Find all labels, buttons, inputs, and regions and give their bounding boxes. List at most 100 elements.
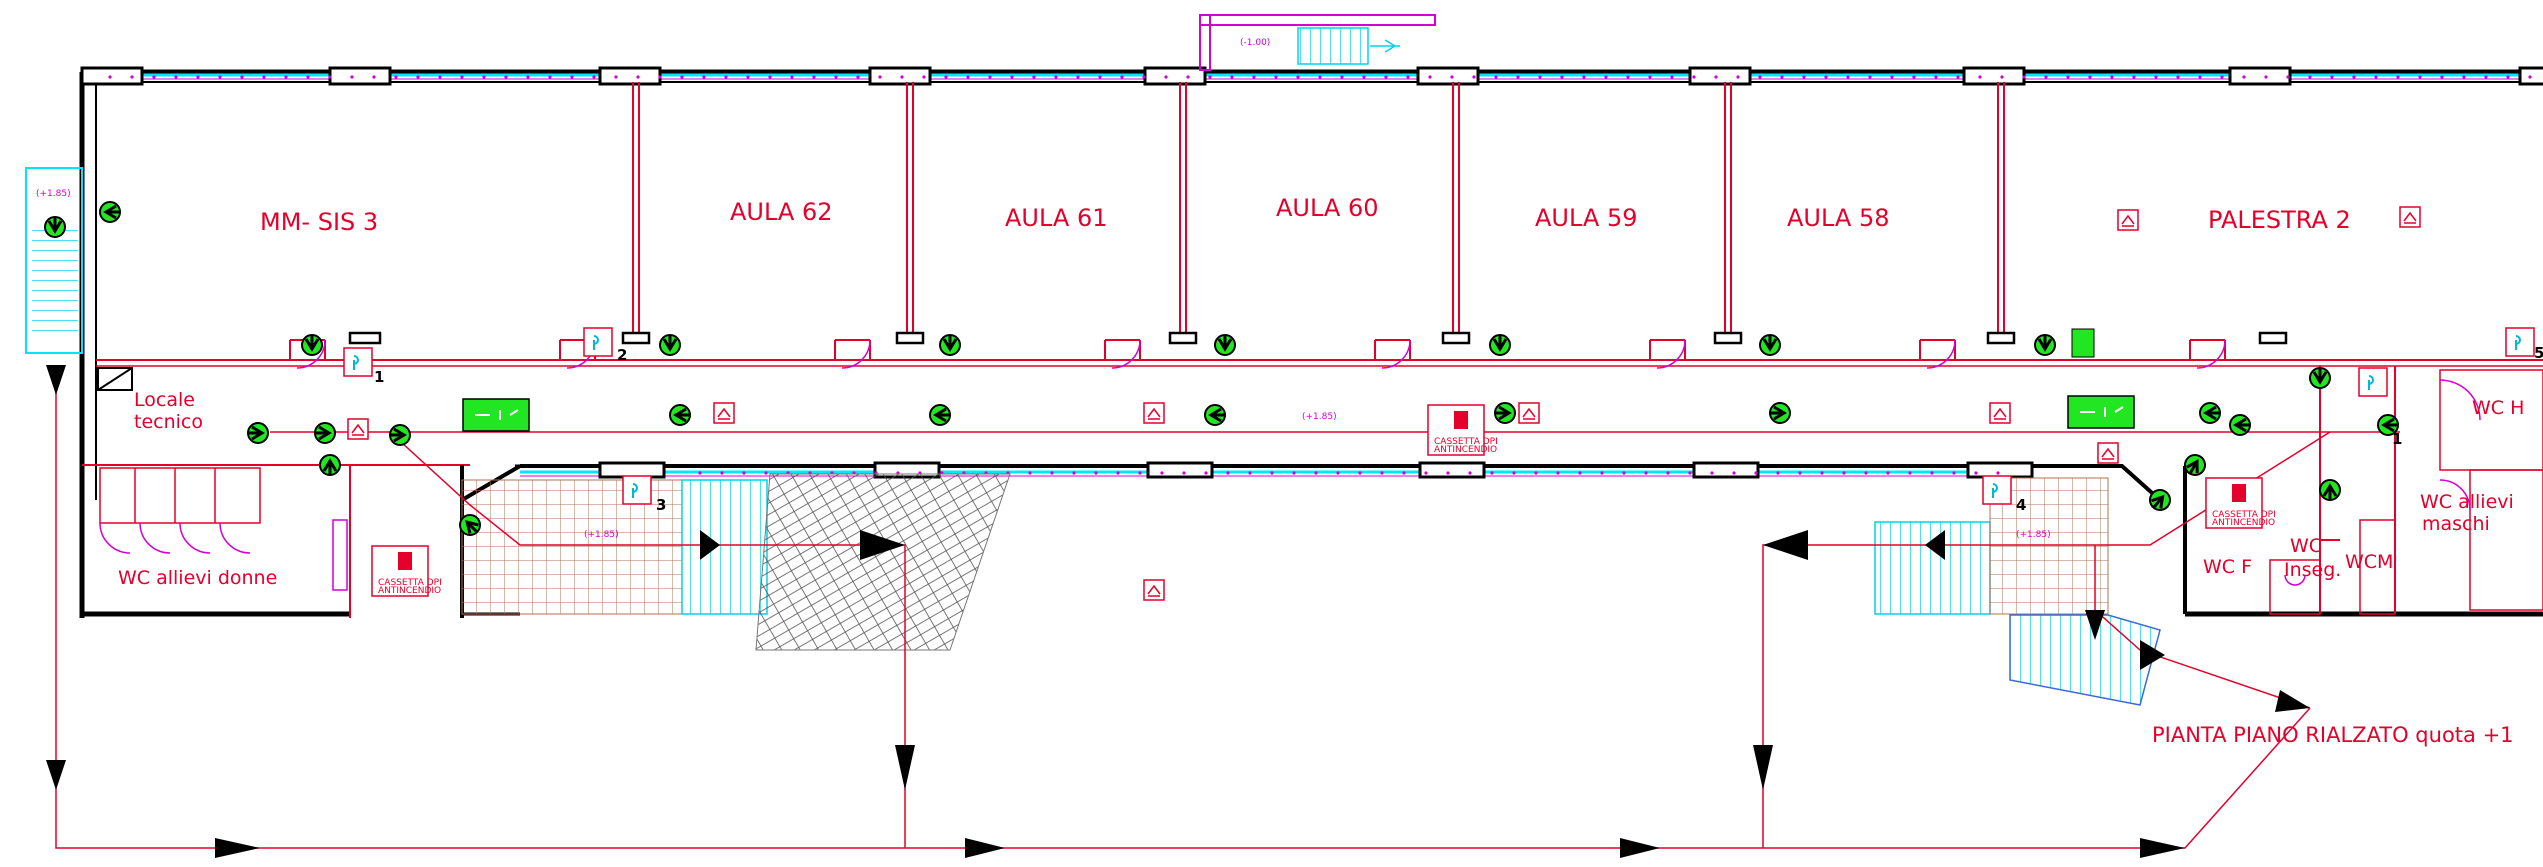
facade-mullion	[1182, 471, 1186, 475]
facade-mullion	[966, 75, 970, 79]
room-label-wc-h: WC H	[2472, 397, 2524, 419]
facade-mullion	[1582, 75, 1586, 79]
facade-mullion	[768, 75, 772, 79]
facade-mullion	[570, 75, 574, 79]
facade-mullion	[1754, 471, 1758, 475]
facade-mullion	[988, 75, 992, 79]
room-label-aula-60: AULA 60	[1276, 194, 1379, 222]
hydrant-number-2: 2	[617, 346, 627, 364]
facade-mullion	[1428, 75, 1432, 79]
facade-mullion	[2220, 75, 2224, 79]
door-swing	[2196, 339, 2226, 369]
facade-mullion	[680, 75, 684, 79]
level-left: (+1.85)	[36, 189, 71, 199]
facade-mullion	[724, 75, 728, 79]
facade-mullion	[152, 75, 156, 79]
facade-mullion	[1072, 471, 1076, 475]
facade-mullion	[1406, 75, 1410, 79]
green-arrow-icon	[668, 403, 692, 427]
door-swing	[1111, 339, 1141, 369]
green-arrow-icon	[1493, 401, 1517, 425]
facade-mullion	[1978, 75, 1982, 79]
extinguisher-icon	[1143, 402, 1165, 424]
facade-mullion	[746, 75, 750, 79]
facade-mullion	[1736, 75, 1740, 79]
facade-mullion	[1758, 75, 1762, 79]
green-arrow-icon	[1203, 403, 1227, 427]
level-lobby-right: (+1.85)	[2016, 530, 2051, 540]
facade-mullion	[2528, 75, 2532, 79]
window-frame	[1962, 66, 2026, 86]
facade-mullion	[1318, 75, 1322, 79]
facade-mullion	[1776, 471, 1780, 475]
facade-mullion	[1468, 471, 1472, 475]
room-label-locale-2: tecnico	[134, 411, 203, 433]
facade-mullion	[1472, 75, 1476, 79]
escape-arrows	[46, 365, 2310, 858]
facade-mullion	[2044, 75, 2048, 79]
facade-mullion	[1600, 471, 1604, 475]
facade-mullion	[2066, 75, 2070, 79]
facade-mullion	[1732, 471, 1736, 475]
facade-mullion	[1142, 75, 1146, 79]
facade-mullion	[1358, 471, 1362, 475]
facade-mullion	[1578, 471, 1582, 475]
room-label-wc-donne: WC allievi donne	[118, 567, 277, 589]
facade-mullion	[504, 75, 508, 79]
facade-mullion	[1380, 471, 1384, 475]
facade-mullion	[636, 75, 640, 79]
facade-mullion	[944, 75, 948, 79]
facade-mullion	[1648, 75, 1652, 79]
facade-mullion	[878, 75, 882, 79]
facade-mullion	[1098, 75, 1102, 79]
extinguisher-icon	[713, 402, 735, 424]
facade-mullion	[1956, 75, 1960, 79]
facade-mullion	[1138, 471, 1142, 475]
facade-mullion	[1362, 75, 1366, 79]
facade-mullion	[1886, 471, 1890, 475]
facade-mullion	[790, 75, 794, 79]
room-label-mm-sis: MM- SIS 3	[260, 208, 378, 236]
window-frame	[1966, 461, 2034, 479]
facade-mullion	[1688, 471, 1692, 475]
facade-mullion	[1274, 75, 1278, 79]
door-swing	[841, 339, 871, 369]
door-frame	[2258, 331, 2288, 345]
facade-mullion	[1208, 75, 1212, 79]
cassetta-1-line-1: CASSETTA DPI	[378, 578, 442, 588]
green-arrow-icon	[938, 333, 962, 357]
facade-mullion	[1798, 471, 1802, 475]
facade-mullion	[1094, 471, 1098, 475]
facade-mullion	[1252, 75, 1256, 79]
door-swing	[296, 339, 326, 369]
facade-mullion	[922, 75, 926, 79]
hydrant-number-3: 3	[656, 496, 666, 514]
facade-mullion	[328, 75, 332, 79]
drawing-title: PIANTA PIANO RIALZATO quota +1	[2152, 723, 2514, 747]
facade-mullion	[2264, 75, 2268, 79]
facade-mullion	[1912, 75, 1916, 79]
facade-mullion	[1248, 471, 1252, 475]
facade-mullion	[482, 75, 486, 79]
door-frame	[895, 331, 925, 345]
facade-mullion	[1164, 75, 1168, 79]
facade-mullion	[1010, 75, 1014, 79]
facade-mullion	[2176, 75, 2180, 79]
facade-mullion	[1890, 75, 1894, 79]
room-label-palestra: PALESTRA 2	[2208, 206, 2351, 234]
facade-mullion	[1952, 471, 1956, 475]
facade-mullion	[1556, 471, 1560, 475]
cassetta-3-line-1: CASSETTA DPI	[2212, 510, 2276, 520]
green-arrow-icon	[658, 333, 682, 357]
facade-mullion	[1296, 75, 1300, 79]
facade-mullion	[1974, 471, 1978, 475]
facade-mullion	[2330, 75, 2334, 79]
facade-mullion	[1116, 471, 1120, 475]
stairs-top	[1199, 14, 1436, 71]
window-frame	[1418, 461, 1486, 479]
facade-mullion	[2110, 75, 2114, 79]
facade-mullion	[306, 75, 310, 79]
green-arrow-icon	[1758, 333, 1782, 357]
facade-mullion	[2396, 75, 2400, 79]
facade-mullion	[2440, 75, 2444, 79]
